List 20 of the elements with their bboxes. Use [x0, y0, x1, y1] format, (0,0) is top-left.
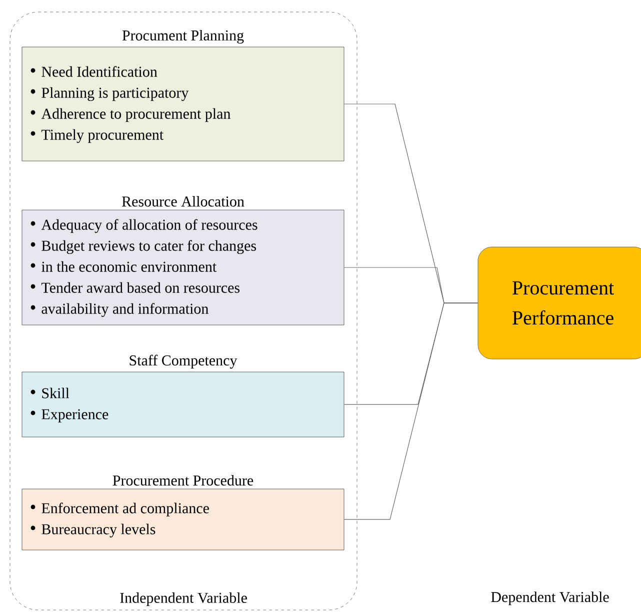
node-label: Planning is participatory [42, 87, 189, 101]
node-label: Tender award based on resources [41, 282, 240, 293]
node-label: Resource Allocation [122, 196, 244, 207]
node-label: Procurement Procedure [112, 475, 254, 486]
node-label: in the economic environment [42, 261, 217, 272]
connector-line [344, 302, 478, 520]
node-label: availability and information [42, 303, 208, 317]
node-label: Budget reviews to cater for changes [42, 240, 256, 254]
node-label: Staff Competency [130, 354, 238, 369]
outcome-box: Procurement Performance [478, 246, 641, 360]
node-label: Need Identification [42, 66, 158, 77]
variable-caption: Dependent Variable [491, 592, 609, 606]
bullet-list: Skill Experience [42, 388, 108, 422]
node-label: Adherence to procurement plan [41, 108, 231, 122]
bullet-list: Enforcement ad compliance Bureaucracy levels [42, 502, 209, 538]
node-label: Adequacy of allocation of resources [41, 219, 258, 233]
node-label: Timely procurement [41, 129, 164, 143]
bullet-list: Need Identification Planning is participatory Adherence to procurement plan Timely procurement [41, 66, 230, 143]
node-label: Procument Planning [122, 30, 244, 44]
bullet-list: Adequacy of allocation of resources Budget reviews to cater for changes in the economic environment Tender award based on resources availability and information [41, 219, 258, 317]
